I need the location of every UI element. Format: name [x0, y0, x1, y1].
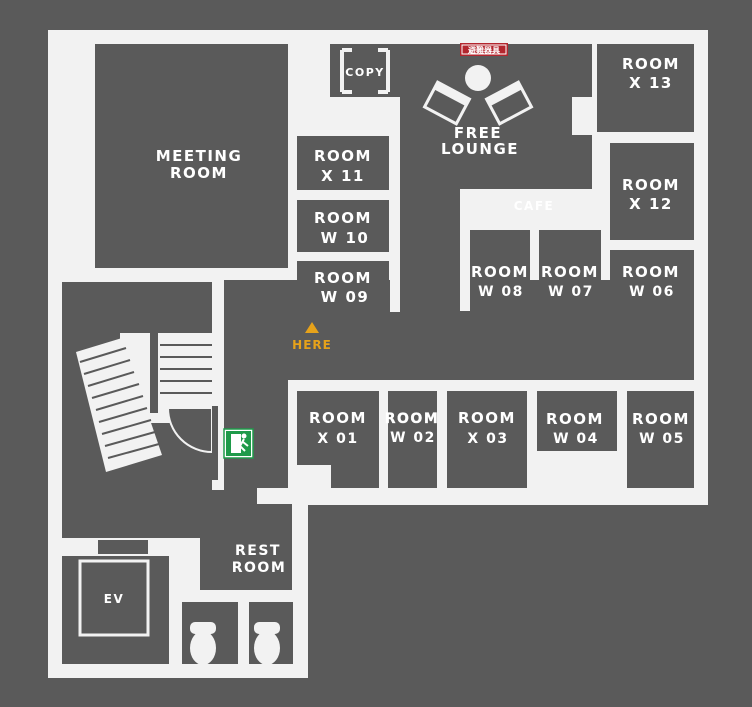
toilet-icon	[190, 622, 216, 665]
room-x03-number: X 03	[467, 431, 508, 447]
wall-x03-notch	[527, 451, 627, 491]
room-w10-label: ROOM	[314, 209, 372, 227]
room-w02-label: ROOM	[385, 411, 440, 427]
lounge-divider	[390, 97, 400, 312]
copy-station[interactable]: COPY	[340, 48, 390, 94]
room-x11[interactable]	[297, 136, 389, 190]
room-x13[interactable]	[597, 44, 694, 132]
meeting-room[interactable]	[95, 44, 288, 268]
here-marker: HERE	[292, 322, 332, 352]
cafe-counter[interactable]: CAFE	[499, 189, 597, 219]
lounge-chair-icon	[422, 80, 472, 126]
wall-rest-top	[257, 488, 308, 504]
room-w05-number: W 05	[639, 431, 685, 447]
room-w05[interactable]	[627, 391, 694, 488]
wall-x01-notch	[297, 465, 331, 490]
room-w09-number: W 09	[321, 288, 370, 306]
room-w07-label: ROOM	[541, 263, 599, 281]
stair-flight-straight	[150, 333, 212, 413]
lounge-furniture	[422, 65, 534, 126]
here-label: HERE	[292, 338, 332, 352]
wall-cafe-vert	[460, 189, 470, 311]
room-labels: ROOM X 11 ROOM W 10 ROOM W 09 ROOM X 13 …	[309, 55, 690, 447]
room-w06-number: W 06	[629, 284, 675, 300]
meeting-room-label-1: MEETING	[156, 147, 243, 165]
room-w10[interactable]	[297, 200, 389, 252]
room-x03[interactable]	[447, 391, 527, 488]
room-w08-label: ROOM	[471, 263, 529, 281]
toilet-icon	[254, 622, 280, 665]
room-w02-number: W 02	[390, 430, 436, 446]
elevator: EV	[78, 559, 150, 637]
room-w04-label: ROOM	[546, 410, 604, 428]
stair-flight-diagonal	[76, 338, 162, 472]
equipment-sign-label: 避難器具	[468, 45, 500, 55]
door-swing	[166, 407, 213, 454]
room-x13-number: X 13	[629, 74, 673, 92]
room-x11-label: ROOM	[314, 147, 372, 165]
rest-room-label-1: REST	[235, 543, 281, 559]
room-x11-number: X 11	[321, 167, 365, 185]
elevator-hall	[62, 556, 169, 664]
staircase	[62, 282, 218, 480]
room-x01-label: ROOM	[309, 409, 367, 427]
room-x12-label: ROOM	[622, 176, 680, 194]
room-x13-label: ROOM	[622, 55, 680, 73]
corridor-rest	[200, 490, 292, 590]
room-w09-label: ROOM	[314, 269, 372, 287]
room-w07-number: W 07	[548, 284, 594, 300]
corridor	[224, 280, 694, 380]
room-x03-label: ROOM	[458, 409, 516, 427]
room-x12-number: X 12	[629, 195, 673, 213]
door-leaf	[212, 406, 218, 480]
wall-south-rooms	[288, 380, 694, 391]
room-w05-label: ROOM	[632, 410, 690, 428]
round-table-icon	[465, 65, 491, 91]
elevator-step	[98, 540, 148, 554]
meeting-room-label-2: ROOM	[170, 164, 228, 182]
elevator-label: EV	[104, 592, 124, 606]
room-w04[interactable]	[537, 391, 617, 451]
free-lounge-label-2: LOUNGE	[441, 140, 519, 158]
equipment-sign: 避難器具	[460, 43, 508, 56]
triangle-marker-icon	[305, 322, 319, 333]
emergency-exit-icon	[223, 428, 254, 459]
rest-room-label-2: ROOM	[232, 560, 287, 576]
free-lounge-label-1: FREE	[454, 124, 502, 142]
room-w04-number: W 04	[553, 431, 599, 447]
room-x01-number: X 01	[317, 431, 358, 447]
room-w10-number: W 10	[321, 229, 370, 247]
room-w06-label: ROOM	[622, 263, 680, 281]
room-w08-number: W 08	[478, 284, 524, 300]
copy-label: COPY	[345, 66, 384, 79]
lounge-chair-icon	[484, 80, 534, 126]
room-x12[interactable]	[610, 143, 694, 240]
cafe-label: CAFE	[514, 199, 555, 213]
room-w02[interactable]	[388, 391, 437, 488]
